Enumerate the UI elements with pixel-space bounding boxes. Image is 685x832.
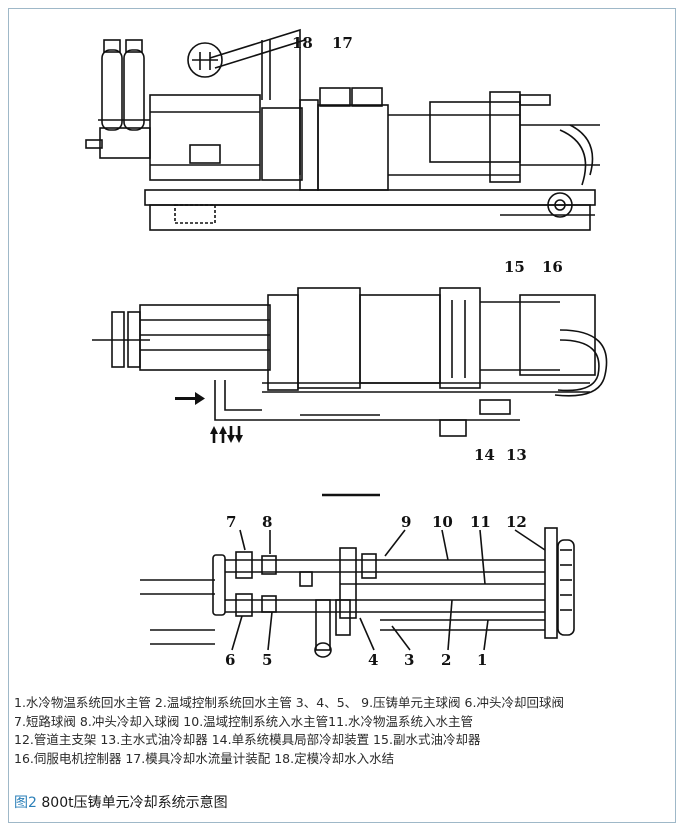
callout-12: 12	[506, 513, 527, 531]
callout-11: 11	[470, 513, 491, 531]
middle-plan-drawing	[92, 287, 608, 437]
callout-15: 15	[504, 258, 525, 276]
callout-6: 6	[225, 651, 235, 669]
figure-caption: 图2 800t压铸单元冷却系统示意图	[14, 792, 228, 812]
callout-9: 9	[401, 513, 411, 531]
callout-10: 10	[432, 513, 453, 531]
callout-5: 5	[262, 651, 272, 669]
legend: 1.水冷物温系统回水主管 2.温域控制系统回水主管 3、4、5、 9.压铸单元主…	[14, 694, 674, 768]
callout-13: 13	[506, 446, 527, 464]
callouts-middle: 15 16 14 13	[474, 258, 563, 464]
figure-title: 800t压铸单元冷却系统示意图	[41, 795, 228, 811]
flow-arrow-icon	[175, 392, 205, 405]
legend-line: 12.管道主支架 13.主水式油冷却器 14.单系统模具局部冷却装置 15.副水…	[14, 732, 481, 748]
callout-8: 8	[262, 513, 272, 531]
figure-label: 图2	[14, 795, 37, 811]
legend-line: 7.短路球阀 8.冲头冷却入球阀 10.温域控制系统入水主管11.水冷物温系统入…	[14, 713, 474, 729]
bottom-manifold-drawing	[140, 527, 575, 658]
callout-2: 2	[441, 651, 451, 669]
callout-1: 1	[477, 651, 487, 669]
callout-18: 18	[292, 34, 313, 52]
callout-17: 17	[332, 34, 353, 52]
callout-14: 14	[474, 446, 495, 464]
cooling-system-drawings: 18 17 15 16 14 13 7 8 9 10 11 12 6 5 4 3…	[85, 28, 608, 669]
callouts-bottom-low: 6 5 4 3 2 1	[225, 651, 487, 669]
callouts-top: 18 17	[292, 34, 353, 52]
callout-7: 7	[226, 513, 236, 531]
callout-3: 3	[404, 651, 414, 669]
legend-line: 16.伺服电机控制器 17.模具冷却水流量计装配 18.定模冷却水入水结	[14, 750, 395, 766]
callout-4: 4	[368, 651, 378, 669]
top-elevation-drawing	[85, 28, 600, 231]
legend-line: 1.水冷物温系统回水主管 2.温域控制系统回水主管 3、4、5、 9.压铸单元主…	[14, 695, 564, 710]
callouts-bottom-top: 7 8 9 10 11 12	[226, 513, 527, 531]
updown-arrows-icon	[210, 426, 243, 443]
callout-16: 16	[542, 258, 563, 276]
